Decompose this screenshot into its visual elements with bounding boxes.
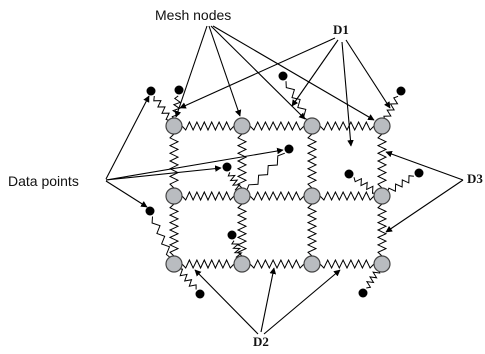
arrow-d2-3 (263, 269, 341, 335)
arrow-d1-2 (291, 39, 339, 107)
tether-6 (353, 177, 378, 194)
mesh-node-1-3 (373, 187, 391, 205)
arrow-d2-2 (260, 267, 277, 333)
spring-v-0-0 (168, 133, 180, 189)
d1-label: D1 (333, 22, 349, 37)
data-point-1 (174, 85, 184, 95)
data-points-label: Data points (8, 173, 79, 189)
spring-v-0-1 (168, 203, 180, 257)
data-point-6 (344, 169, 354, 179)
arrow-d1-4 (345, 39, 391, 109)
spring-h-2-1 (249, 258, 305, 270)
data-point-5 (222, 162, 232, 172)
arrow-dp-2 (105, 147, 284, 181)
spring-h-0-1 (249, 120, 305, 132)
tether-11 (365, 268, 381, 289)
mesh-nodes-group (165, 117, 391, 273)
tether-7 (386, 175, 414, 193)
mesh-node-2-3 (373, 255, 391, 273)
spring-v-3-0 (376, 133, 388, 189)
data-tethers (151, 81, 414, 290)
mesh-node-0-0 (165, 117, 183, 135)
arrow-dp-4 (105, 180, 148, 208)
arrow-dp-1 (105, 95, 150, 180)
arrow-mesh-4 (212, 25, 375, 121)
annotation-arrows (105, 25, 464, 335)
mesh-node-2-2 (303, 255, 321, 273)
arrow-mesh-1 (174, 25, 208, 118)
tether-5 (227, 172, 241, 192)
spring-h-0-0 (181, 120, 235, 132)
spring-h-0-2 (319, 120, 375, 132)
arrow-d3-1 (385, 150, 464, 181)
data-point-8 (145, 206, 155, 216)
mesh-node-0-1 (233, 117, 251, 135)
data-points-group (145, 71, 424, 299)
spring-h-2-2 (319, 258, 375, 270)
tether-3 (383, 95, 399, 121)
arrow-d1-3 (341, 41, 354, 147)
mesh-node-0-3 (373, 117, 391, 135)
data-point-2 (278, 71, 288, 81)
tether-4 (245, 152, 285, 192)
mesh-node-0-2 (303, 117, 321, 135)
data-point-10 (195, 289, 205, 299)
data-point-3 (396, 86, 406, 96)
mesh-node-2-1 (233, 255, 251, 273)
spring-v-1-0 (236, 133, 248, 189)
arrow-d1-1 (179, 37, 336, 109)
data-point-9 (227, 230, 237, 240)
spring-v-1-1 (236, 203, 248, 257)
arrow-dp-3 (105, 165, 222, 181)
spring-h-2-0 (181, 258, 235, 270)
arrow-mesh-2 (208, 25, 242, 117)
spring-h-1-2 (319, 190, 375, 202)
tether-9 (230, 240, 243, 259)
data-point-11 (358, 288, 368, 298)
spring-h-1-1 (249, 190, 305, 202)
data-point-4 (284, 144, 294, 154)
arrow-d2-1 (194, 269, 259, 335)
spring-h-1-0 (181, 190, 235, 202)
d2-label: D2 (253, 334, 269, 349)
spring-v-2-1 (306, 203, 318, 257)
tether-8 (151, 216, 172, 259)
mesh-nodes-label: Mesh nodes (155, 7, 231, 23)
tether-0 (153, 95, 171, 122)
mesh-node-2-0 (165, 255, 183, 273)
data-point-7 (414, 168, 424, 178)
spring-v-2-0 (306, 133, 318, 189)
mesh-node-1-1 (233, 187, 251, 205)
arrow-d3-2 (385, 179, 464, 233)
mesh-springs (168, 120, 388, 270)
mesh-node-1-2 (303, 187, 321, 205)
data-point-0 (146, 86, 156, 96)
mesh-node-1-0 (165, 187, 183, 205)
tether-10 (177, 268, 197, 290)
spring-v-3-1 (376, 203, 388, 257)
d3-label: D3 (467, 171, 483, 186)
